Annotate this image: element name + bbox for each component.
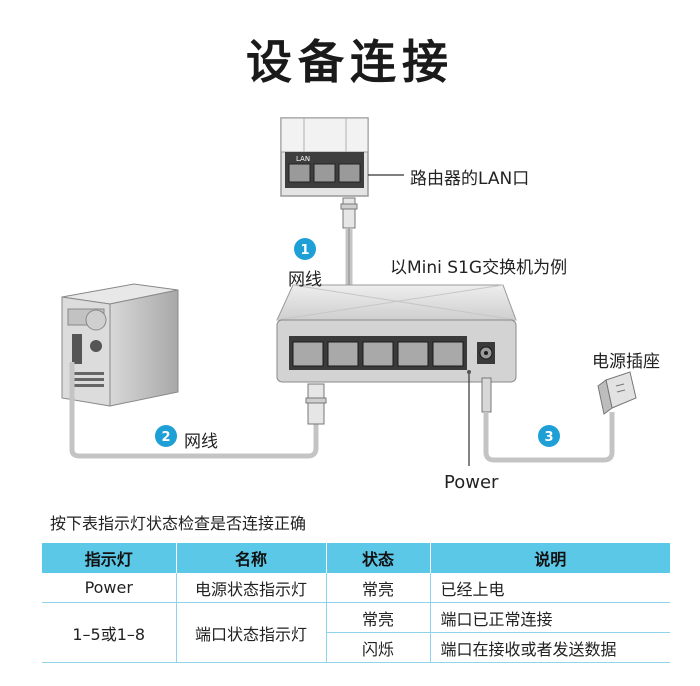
instruction-text: 按下表指示灯状态检查是否连接正确: [50, 514, 307, 533]
cell-description: 端口在接收或者发送数据: [430, 632, 670, 663]
step-3-number: 3: [544, 430, 553, 445]
connection-diagram: LAN: [61, 117, 637, 466]
cell-name: 端口状态指示灯: [176, 602, 327, 663]
example-label: 以Mini S1G交换机为例: [390, 258, 568, 278]
cable-3: [481, 377, 615, 463]
cell-description: 端口已正常连接: [430, 602, 670, 633]
cell-state: 闪烁: [326, 632, 431, 663]
power-adapter-illustration: [597, 371, 637, 415]
router-lan-label: 路由器的LAN口: [410, 169, 530, 189]
header-name: 名称: [176, 543, 327, 573]
header-indicator: 指示灯: [42, 543, 177, 573]
table-row: 闪烁 端口在接收或者发送数据: [42, 632, 670, 663]
router-illustration: LAN: [280, 117, 369, 197]
cell-name: 电源状态指示灯: [176, 573, 327, 603]
table-header-row: 指示灯 名称 状态 说明: [42, 543, 670, 573]
cell-state: 常亮: [326, 573, 431, 603]
page-title: 设备连接: [246, 35, 454, 89]
power-label: Power: [444, 472, 499, 493]
header-description: 说明: [430, 543, 670, 573]
cell-indicator: Power: [42, 573, 177, 603]
cable-2-label: 网线: [184, 432, 218, 452]
cell-indicator: 1–5或1–8: [42, 602, 177, 663]
indicator-status-table: 指示灯 名称 状态 说明 Power 电源状态指示灯 常亮 已经上电 1–5或1…: [42, 543, 670, 663]
table-row: 1–5或1–8 端口状态指示灯 常亮 端口已正常连接: [42, 602, 670, 663]
power-socket-label: 电源插座: [592, 352, 660, 372]
step-3-badge: [538, 425, 560, 447]
cable-1-label: 网线: [288, 270, 322, 290]
step-2-number: 2: [161, 430, 170, 445]
table-row: Power 电源状态指示灯 常亮 已经上电: [42, 573, 670, 603]
step-1-number: 1: [300, 243, 309, 258]
cell-description: 已经上电: [430, 573, 670, 603]
pc-tower-illustration: [61, 283, 179, 407]
switch-illustration: [276, 284, 517, 383]
step-1-badge: [294, 238, 316, 260]
router-lan-tag: LAN: [296, 155, 310, 163]
step-2-badge: [155, 425, 177, 447]
cable-2: [69, 362, 327, 459]
header-state: 状态: [326, 543, 431, 573]
cell-state: 常亮: [326, 602, 431, 633]
